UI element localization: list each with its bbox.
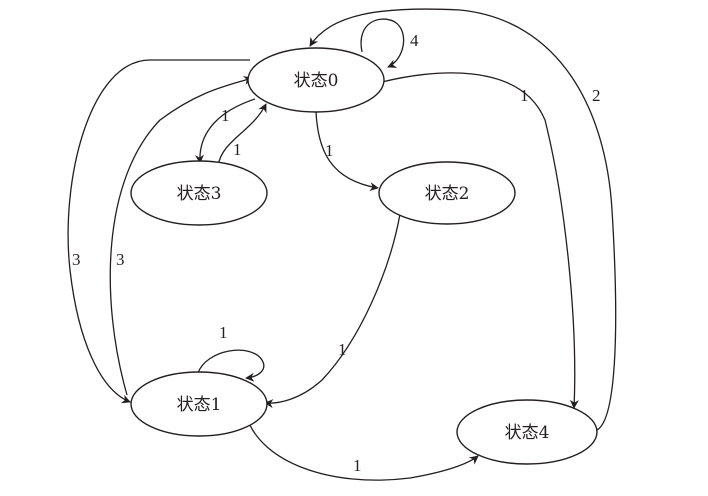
edge-label-s0-s2: 1 [325,141,334,160]
node-s0: 状态0 [247,47,385,113]
edge-s2-to-s1 [264,213,401,409]
edge-s1-to-s4 [246,417,479,481]
edge-s0-to-s3 [195,98,256,164]
edge-s1-loop [197,349,265,382]
edge-s0-loop [360,18,405,68]
edge-label-s0-loop: 4 [410,31,419,50]
edge-label-s1-s4: 1 [353,456,362,475]
edge-label-s4-s0: 2 [592,86,601,105]
edge-label-s0-s1: 3 [72,250,81,269]
node-s2-label: 状态2 [425,184,470,204]
node-s3-label: 状态3 [177,184,222,204]
edge-s1-to-s0 [109,76,253,396]
node-s2: 状态2 [378,161,516,225]
edge-label-s0-s3: 1 [221,106,230,125]
edge-label-s1-s0: 3 [116,250,125,269]
node-s4: 状态4 [456,399,598,465]
edge-s3-to-s0 [217,103,267,167]
edge-label-s3-s0: 1 [233,140,242,159]
edge-label-s1-loop: 1 [219,323,228,342]
node-s3: 状态3 [130,160,268,226]
node-s0-label: 状态0 [294,71,339,91]
edge-s0-to-s4 [381,72,579,409]
node-s1-label: 状态1 [177,395,222,415]
edge-s4-to-s0 [309,8,617,431]
edge-s0-to-s1 [67,59,250,404]
node-s1: 状态1 [130,371,268,437]
edge-label-s0-s4: 1 [520,86,529,105]
node-s4-label: 状态4 [505,423,550,443]
edge-s0-to-s2 [315,111,379,192]
edge-label-s2-s1: 1 [338,340,347,359]
